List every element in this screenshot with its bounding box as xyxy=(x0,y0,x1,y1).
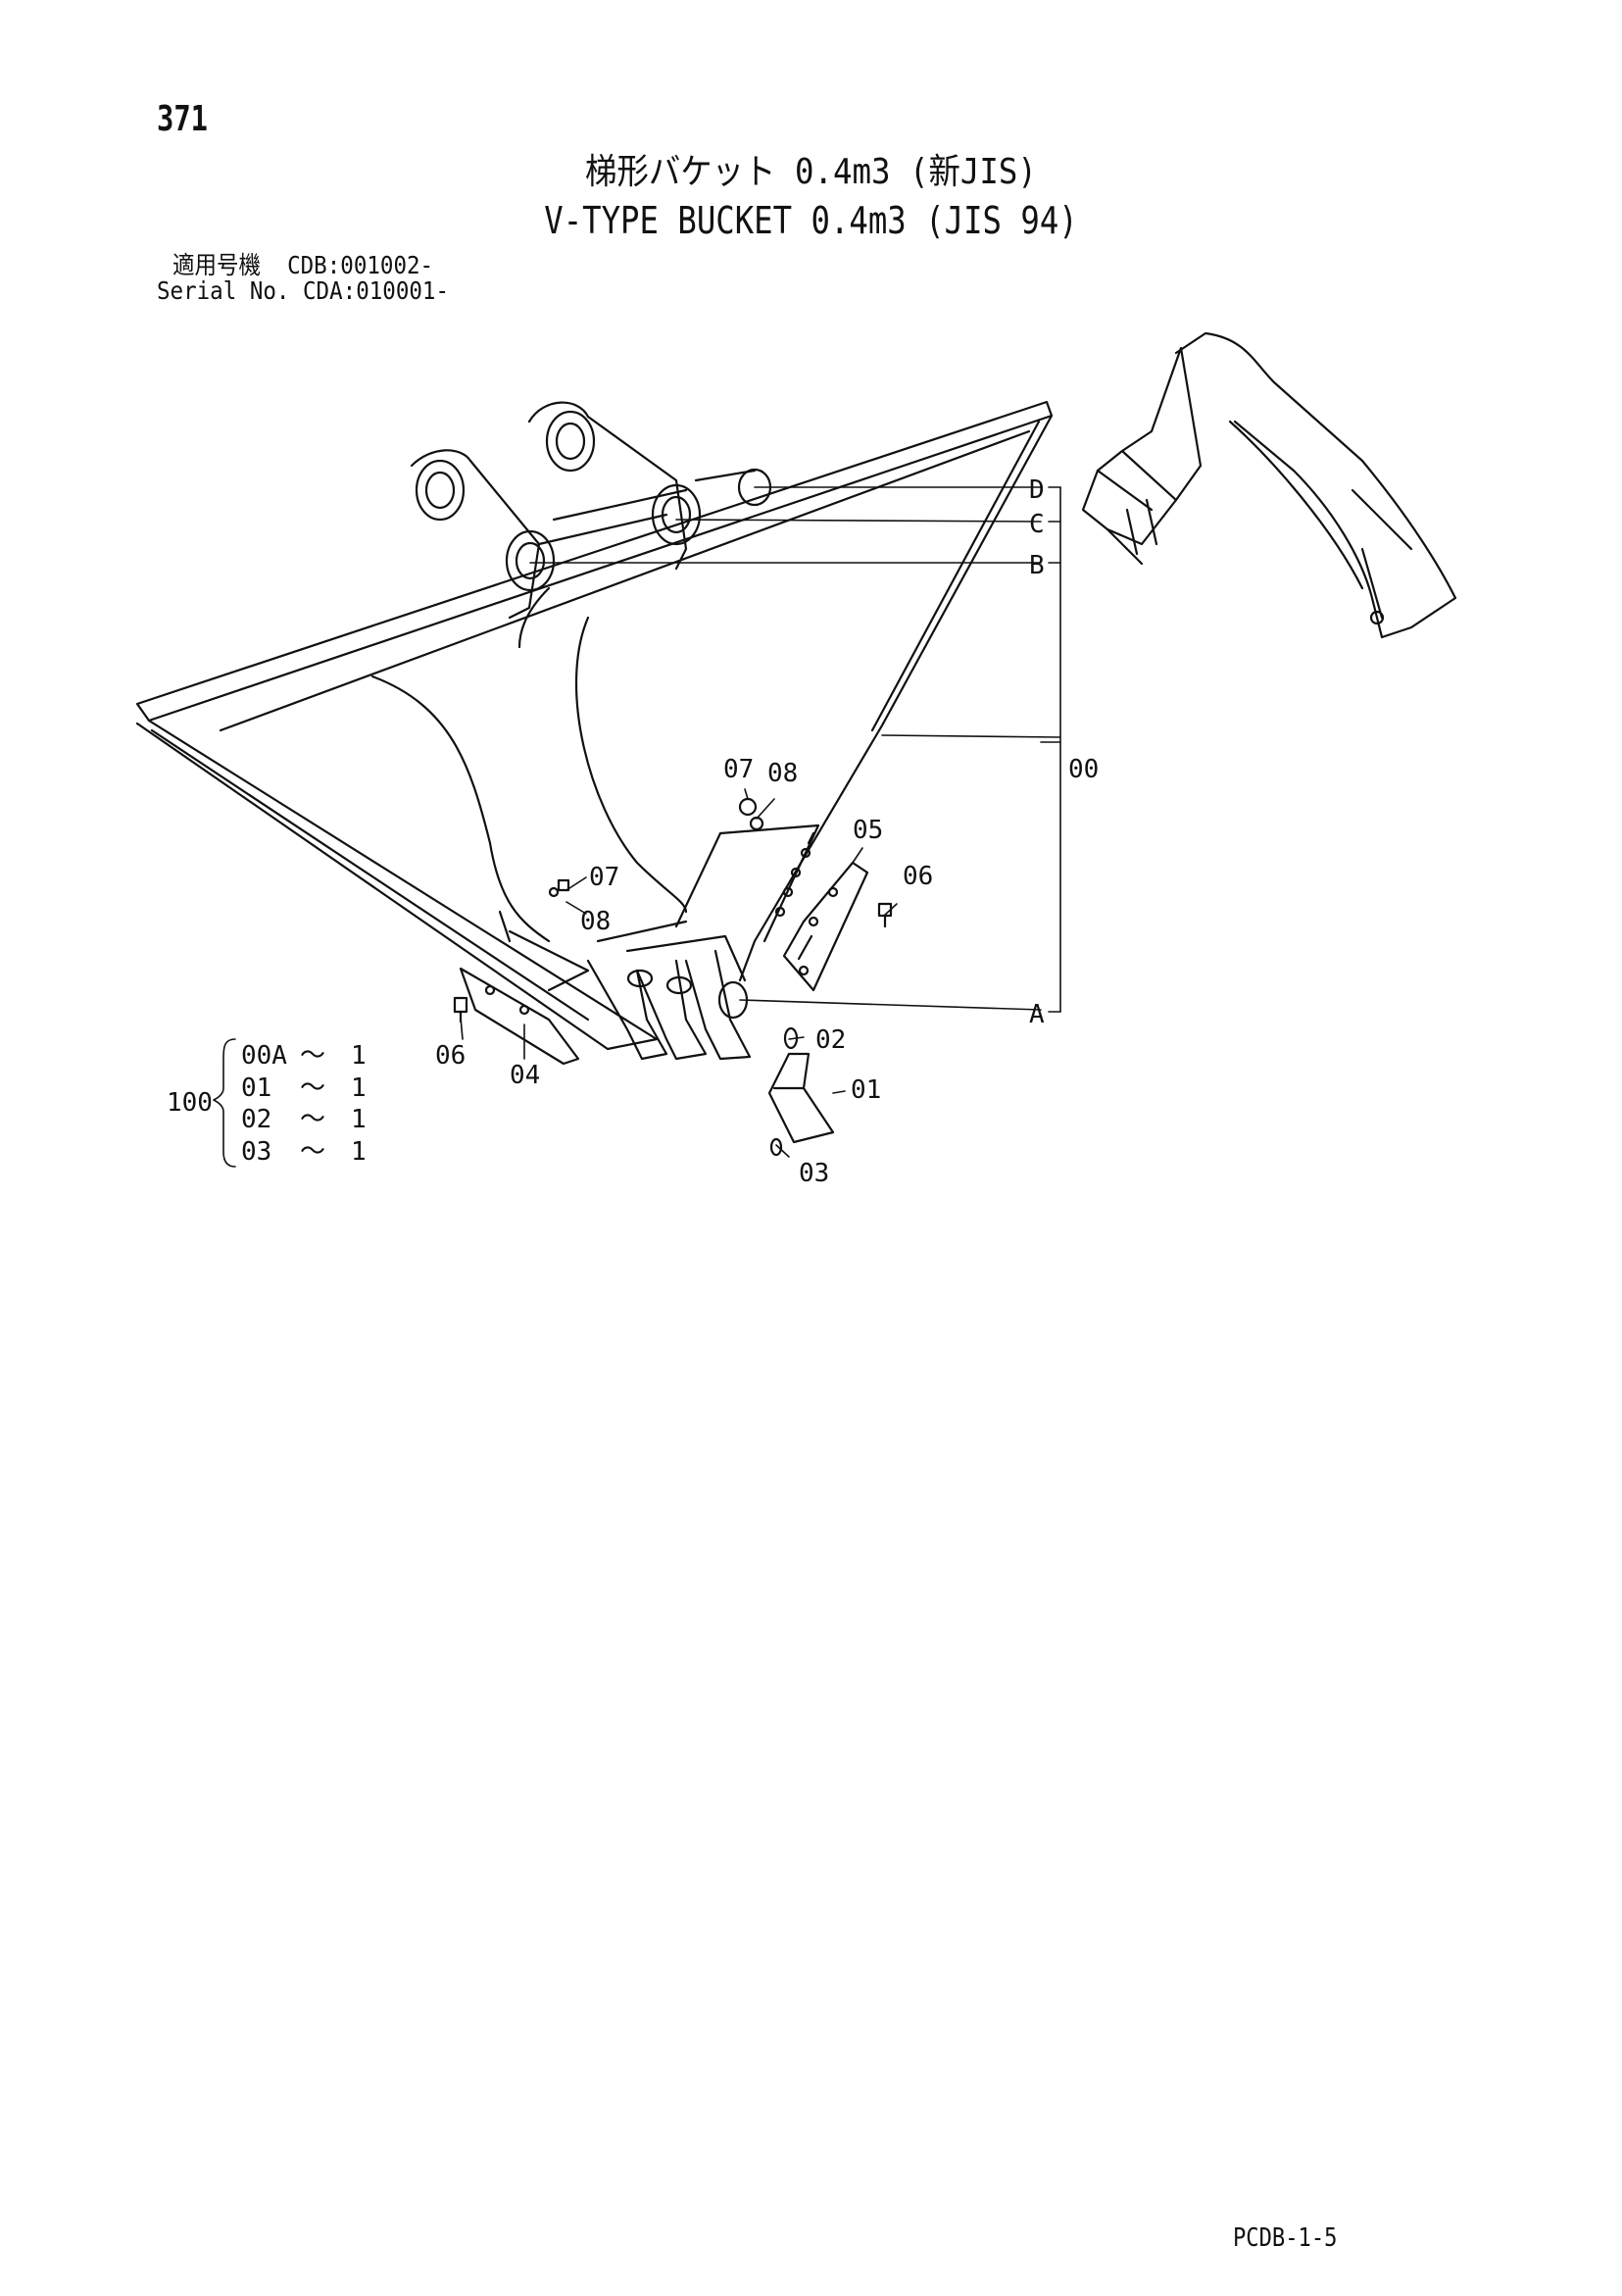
callout-08-lower: 08 xyxy=(580,907,611,936)
side-cutter-left xyxy=(459,967,580,1066)
page-number: 371 xyxy=(157,99,209,139)
callout-02: 02 xyxy=(815,1025,846,1055)
footer-code: PCDB-1-5 xyxy=(1233,2223,1338,2253)
callout-04: 04 xyxy=(510,1061,540,1090)
kit-row-qty: 1 xyxy=(351,1041,367,1071)
callout-05: 05 xyxy=(853,816,883,845)
kit-row-part: 00A xyxy=(241,1041,287,1071)
callout-08-upper: 08 xyxy=(767,759,798,788)
serial-line-1: 適用号機 CDB:001002- xyxy=(172,251,434,279)
serial-line-2: Serial No. CDA:010001- xyxy=(157,276,450,305)
leader-lines xyxy=(213,486,1061,1168)
callout-labels: D C B A 00 07 08 05 06 07 08 06 04 02 01… xyxy=(435,475,1099,1188)
kit-row-part: 02 xyxy=(241,1105,271,1134)
kit-row-part: 03 xyxy=(241,1137,271,1167)
kit-row-qty: 1 xyxy=(351,1073,367,1103)
kit-row-tilde: ～ xyxy=(300,1105,325,1134)
callout-b: B xyxy=(1029,551,1045,580)
title-japanese: 梯形バケット 0.4m3 (新JIS) xyxy=(585,152,1037,192)
callout-c: C xyxy=(1029,510,1045,539)
callout-00: 00 xyxy=(1068,755,1099,784)
kit-row-qty: 1 xyxy=(351,1105,367,1134)
kit-row-tilde: ～ xyxy=(300,1137,325,1167)
kit-row-qty: 1 xyxy=(351,1137,367,1167)
kit-number: 100 xyxy=(167,1088,213,1118)
callout-a: A xyxy=(1029,1000,1045,1029)
kit-table: 100 00A ～ 1 01 ～ 1 02 ～ 1 03 ～ 1 xyxy=(167,1041,367,1167)
callout-01: 01 xyxy=(851,1075,881,1105)
teeth-assembly xyxy=(586,949,752,1061)
callout-d: D xyxy=(1029,475,1045,505)
callout-07-lower: 07 xyxy=(589,863,619,892)
kit-row-part: 01 xyxy=(241,1073,271,1103)
kit-row-tilde: ～ xyxy=(300,1041,325,1071)
callout-03: 03 xyxy=(799,1159,829,1188)
callout-07-upper: 07 xyxy=(723,755,754,784)
mounting-brackets xyxy=(410,401,772,649)
title-english: V-TYPE BUCKET 0.4m3 (JIS 94) xyxy=(544,199,1078,242)
bucket-body xyxy=(135,400,1054,1051)
callout-06-right: 06 xyxy=(903,862,933,891)
excavator-inset xyxy=(1081,331,1457,639)
kit-row-tilde: ～ xyxy=(300,1073,325,1103)
side-cutter-right xyxy=(782,861,869,992)
callout-06-left: 06 xyxy=(435,1041,466,1071)
